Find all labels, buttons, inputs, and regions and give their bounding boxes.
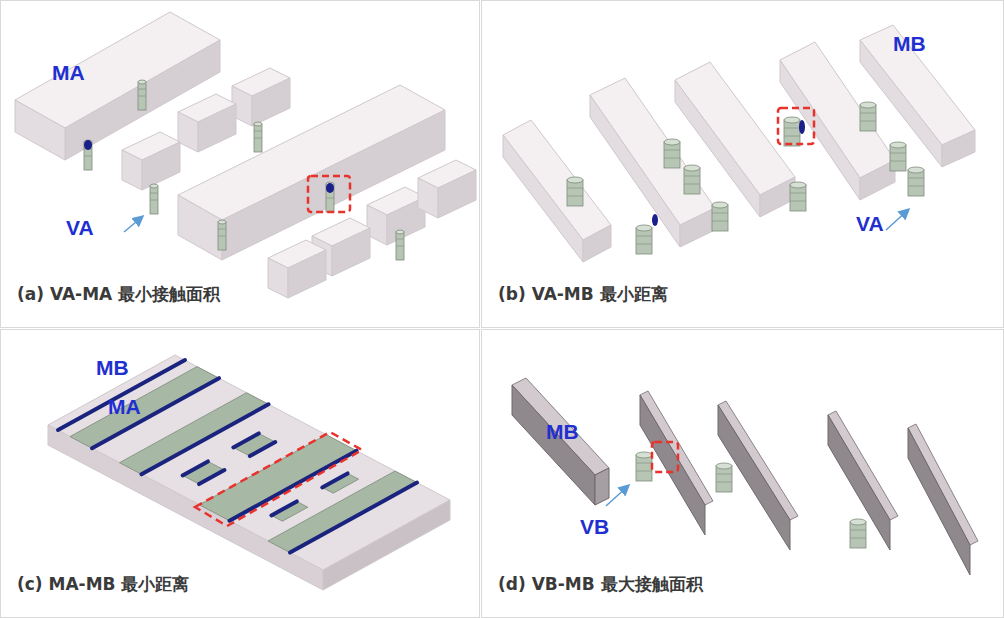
via (636, 452, 652, 481)
layer-label: MB (546, 420, 579, 443)
metal-block (418, 160, 476, 218)
contact-area (326, 183, 334, 193)
via (712, 202, 728, 231)
figure-panel: (a) VA-MA 最小接触面积 (0, 0, 480, 328)
via (716, 463, 732, 492)
layer-label: MB (893, 32, 926, 55)
figure-panel: (c) MA-MB 最小距离 (0, 329, 480, 618)
metal-bar (15, 100, 65, 160)
via (890, 142, 906, 171)
via (84, 140, 92, 170)
panel-caption: (d) VB-MB 最大接触面积 (492, 570, 709, 599)
layer-label: VB (580, 515, 609, 538)
highlight-box (652, 442, 678, 472)
via (254, 122, 262, 152)
via (860, 102, 876, 131)
via-edge (799, 120, 805, 134)
metal-block (122, 132, 180, 190)
contact-area (84, 140, 92, 150)
layer-label: MB (96, 356, 129, 379)
panel-b-art (503, 25, 975, 262)
metal-block (232, 68, 290, 126)
metal-bar (178, 195, 222, 260)
via (150, 184, 158, 214)
panel-c-art (48, 355, 450, 590)
via (326, 182, 334, 212)
figure-panel: (d) VB-MB 最大接触面积 (481, 329, 1004, 618)
via (850, 519, 866, 548)
via (784, 117, 800, 146)
via (790, 182, 806, 211)
layer-label: MA (108, 395, 141, 418)
via (908, 167, 924, 196)
highlight-box (308, 176, 350, 212)
metal-block (268, 240, 326, 298)
layer-label: MA (52, 61, 85, 84)
via (684, 165, 700, 194)
via (567, 177, 583, 206)
panel-d-art (512, 378, 978, 575)
via (396, 230, 404, 260)
layer-label: VA (66, 216, 94, 239)
metal-block (178, 94, 236, 152)
layer-label: VA (856, 212, 884, 235)
via (218, 220, 226, 250)
highlight-box (778, 108, 814, 144)
panel-a-art (15, 12, 476, 298)
via (636, 225, 652, 254)
via (138, 80, 146, 110)
pointer-arrow (606, 486, 628, 506)
panel-caption: (b) VA-MB 最小距离 (492, 280, 674, 309)
via (664, 139, 680, 168)
via-edge (652, 214, 658, 226)
highlight-box (195, 432, 362, 526)
pointer-arrow (886, 210, 908, 230)
metal-mb-edge (58, 360, 417, 553)
pointer-arrow (124, 217, 142, 232)
panel-caption: (a) VA-MA 最小接触面积 (11, 280, 226, 309)
panel-caption: (c) MA-MB 最小距离 (11, 570, 195, 599)
